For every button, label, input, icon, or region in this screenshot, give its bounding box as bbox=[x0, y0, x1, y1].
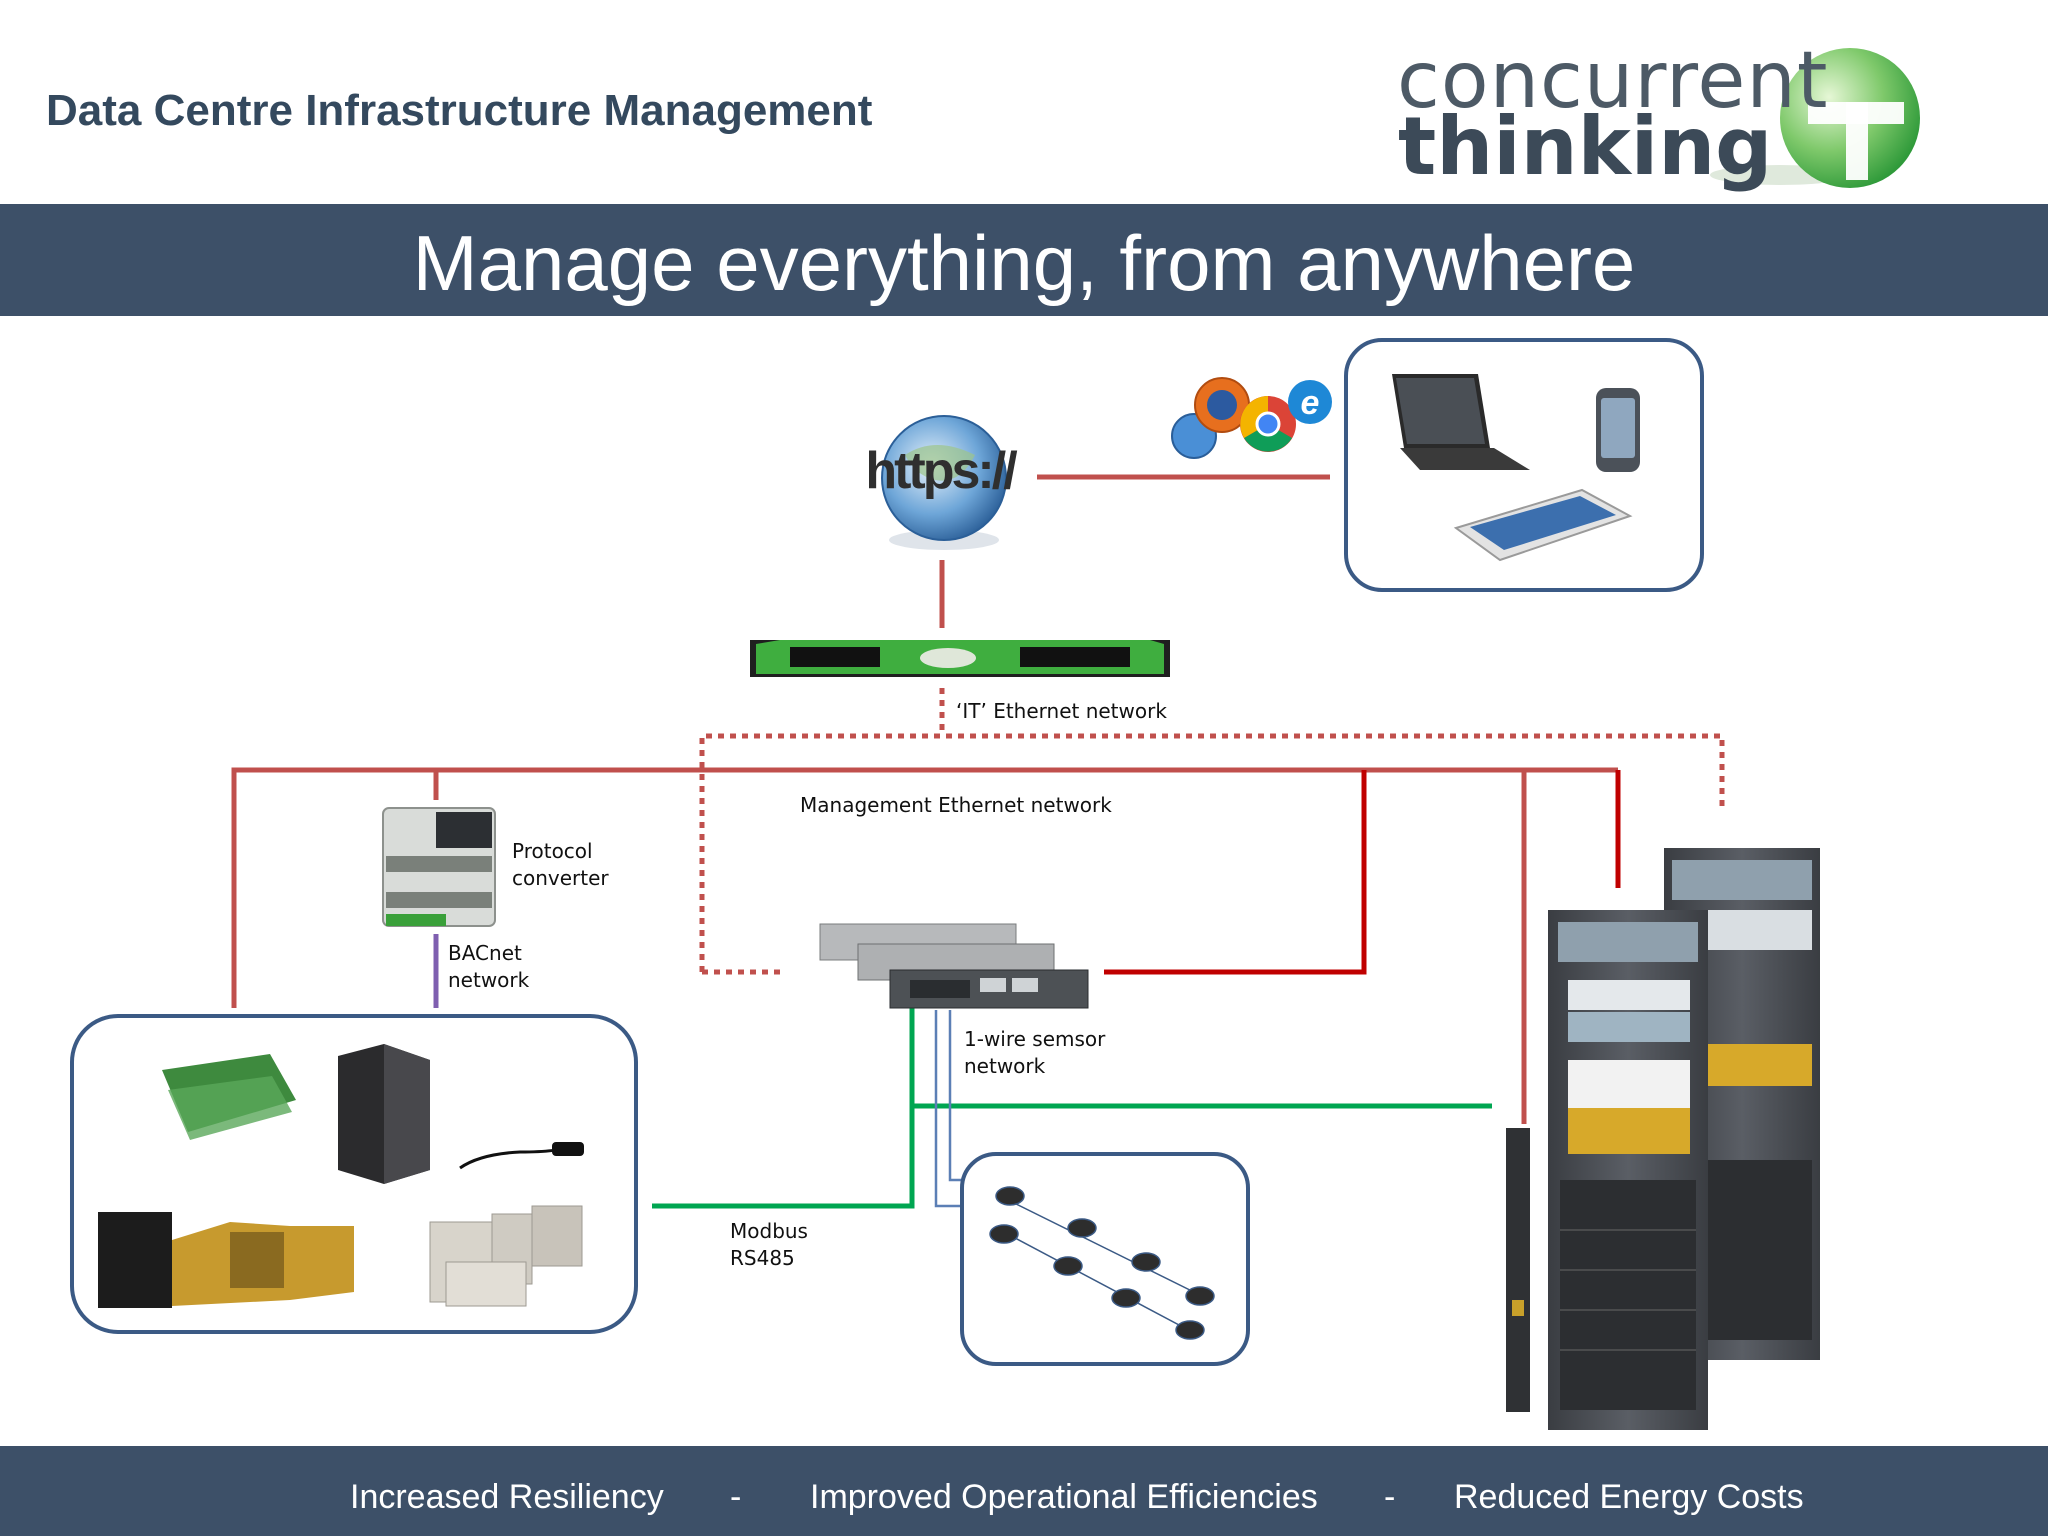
ups-cabinet-icon bbox=[338, 1044, 430, 1184]
bacnet-network-label: BACnet network bbox=[448, 941, 530, 992]
https-globe-icon bbox=[881, 415, 1007, 550]
onewire-sensor-network-label: 1-wire semsor network bbox=[964, 1027, 1106, 1078]
logo-text-concurrent: concurrent bbox=[1397, 36, 1829, 126]
page-header-title: Data Centre Infrastructure Management bbox=[46, 86, 873, 135]
server-appliance bbox=[750, 640, 1170, 677]
logo-text-thinking: thinking bbox=[1398, 100, 1773, 193]
footer-item-resiliency: Increased Resiliency bbox=[350, 1478, 664, 1516]
management-ethernet-network-label: Management Ethernet network bbox=[800, 793, 1112, 817]
controller-to-rack-line bbox=[1104, 770, 1621, 975]
onewire-sensors-box bbox=[960, 1152, 1250, 1366]
pdu-strip-icon bbox=[1506, 1128, 1530, 1412]
browser-icons: e bbox=[1171, 377, 1332, 459]
it-ethernet-network-label: ‘IT’ Ethernet network bbox=[956, 699, 1167, 723]
onewire-sensor-chain bbox=[989, 1186, 1215, 1340]
protocol-converter-icon bbox=[382, 807, 496, 927]
laptop-icon bbox=[1392, 374, 1530, 470]
footer-separator: - bbox=[1384, 1478, 1396, 1516]
footer-banner bbox=[0, 1446, 2048, 1536]
hvac-units-icon bbox=[429, 1205, 583, 1307]
it-ethernet-dotted-line bbox=[699, 688, 1725, 975]
https-text: https:// bbox=[865, 442, 1017, 500]
generator-icon bbox=[98, 1212, 354, 1308]
title-banner bbox=[0, 204, 2048, 316]
svg-text:e: e bbox=[1301, 384, 1320, 422]
temperature-sensor-icon bbox=[459, 1142, 584, 1170]
sensor-controller-stack bbox=[819, 923, 1089, 1009]
internet-explorer-icon: e bbox=[1288, 380, 1332, 424]
tablet-icon bbox=[1453, 488, 1633, 562]
footer-item-efficiencies: Improved Operational Efficiencies bbox=[810, 1478, 1318, 1516]
footer-separator: - bbox=[730, 1478, 742, 1516]
protocol-converter-label: Protocol converter bbox=[512, 839, 609, 890]
footer-item-energy-costs: Reduced Energy Costs bbox=[1454, 1478, 1804, 1516]
modbus-line bbox=[652, 1008, 1492, 1209]
concurrent-thinking-logo-mark bbox=[1710, 48, 1920, 188]
smartphone-icon bbox=[1596, 388, 1640, 472]
controller-board-icon bbox=[162, 1054, 296, 1140]
management-ethernet-line bbox=[231, 767, 1618, 1124]
slide-title: Manage everything, from anywhere bbox=[412, 219, 1636, 307]
server-rack-front bbox=[1548, 910, 1708, 1430]
network-diagram: https:// e bbox=[70, 338, 1820, 1430]
modbus-rs485-label: Modbus RS485 bbox=[730, 1219, 808, 1270]
chrome-icon bbox=[1240, 396, 1296, 452]
